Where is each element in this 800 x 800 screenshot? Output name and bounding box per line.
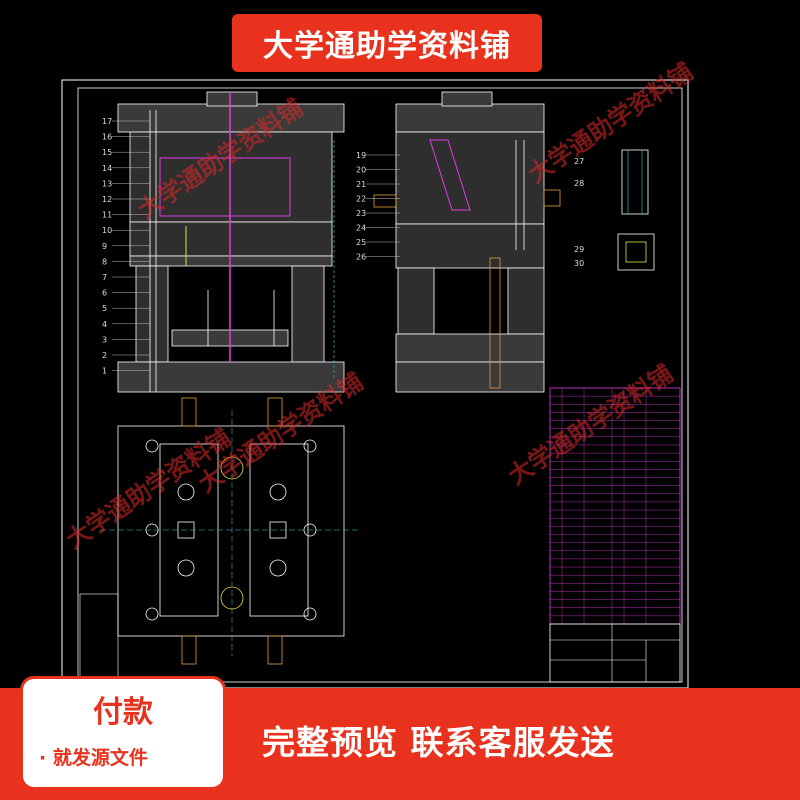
part-label-19: 19 xyxy=(356,151,366,160)
sprue-bushing xyxy=(206,91,258,107)
part-label-11: 11 xyxy=(102,211,112,220)
part-label-14: 14 xyxy=(102,164,112,173)
cavity-insert-magenta xyxy=(159,157,291,217)
right-part-number-labels-right: 27 28 29 30 xyxy=(574,157,584,268)
part-label-17: 17 xyxy=(102,117,112,126)
right-ejector xyxy=(395,333,545,363)
left-part-number-labels: 17 16 15 14 13 12 11 10 9 8 7 6 5 4 3 2 1 xyxy=(102,117,150,376)
inner-frame xyxy=(77,87,683,683)
detail-views xyxy=(617,149,655,271)
core-plate xyxy=(129,221,333,257)
right-core xyxy=(395,223,545,269)
part-label-15: 15 xyxy=(102,148,112,157)
part-label-28: 28 xyxy=(574,179,584,188)
part-label-23: 23 xyxy=(356,209,366,218)
pay-subtitle: · 就发源文件 xyxy=(39,747,148,769)
part-label-1: 1 xyxy=(102,367,107,376)
part-label-24: 24 xyxy=(356,224,366,233)
part-label-26: 26 xyxy=(356,253,366,262)
part-label-8: 8 xyxy=(102,257,107,266)
right-section-view xyxy=(373,91,561,393)
part-label-5: 5 xyxy=(102,304,107,313)
part-label-27: 27 xyxy=(574,157,584,166)
part-label-22: 22 xyxy=(356,195,366,204)
bom-table xyxy=(549,387,681,625)
part-label-3: 3 xyxy=(102,335,107,344)
right-bushing xyxy=(441,91,493,107)
banner-text: 大学通助学资料铺 xyxy=(263,29,511,64)
right-top-plate xyxy=(395,103,545,133)
cavity-plate xyxy=(129,131,333,223)
part-label-12: 12 xyxy=(102,195,112,204)
left-section-view xyxy=(117,91,345,393)
part-label-6: 6 xyxy=(102,289,107,298)
part-label-16: 16 xyxy=(102,133,112,142)
part-label-30: 30 xyxy=(574,259,584,268)
top-banner: 大学通助学资料铺 xyxy=(232,14,542,72)
part-label-2: 2 xyxy=(102,351,107,360)
pay-box[interactable]: 付款 · 就发源文件 xyxy=(20,676,226,790)
right-part-number-labels-left: 19 20 21 22 23 24 25 26 xyxy=(356,151,400,262)
right-spacer-r xyxy=(507,267,545,335)
pay-title: 付款 xyxy=(93,695,153,730)
spacer-block-left xyxy=(135,265,169,363)
part-label-29: 29 xyxy=(574,245,584,254)
part-label-7: 7 xyxy=(102,273,107,282)
title-block xyxy=(79,593,681,683)
promo-text: 完整预览 联系客服发送 xyxy=(262,723,615,762)
right-bottom xyxy=(395,361,545,393)
part-label-4: 4 xyxy=(102,320,107,329)
support-plate xyxy=(129,255,333,267)
plan-view xyxy=(100,397,360,665)
spacer-block-right xyxy=(291,265,325,363)
right-spacer-l xyxy=(397,267,435,335)
part-label-25: 25 xyxy=(356,238,366,247)
part-label-9: 9 xyxy=(102,242,107,251)
part-label-21: 21 xyxy=(356,180,366,189)
part-label-10: 10 xyxy=(102,226,112,235)
part-label-20: 20 xyxy=(356,166,366,175)
part-label-13: 13 xyxy=(102,179,112,188)
